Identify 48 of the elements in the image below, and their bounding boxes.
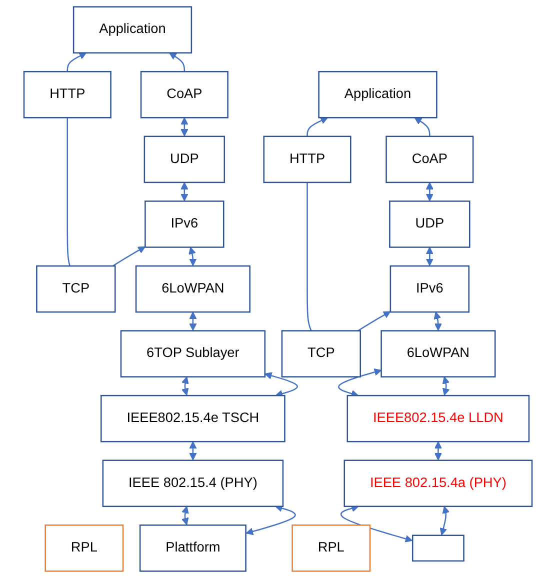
arrow bbox=[181, 506, 189, 526]
node-box: Application bbox=[72, 6, 192, 54]
arrow bbox=[434, 441, 442, 460]
node-box: IEEE 802.15.4a (PHY) bbox=[344, 460, 533, 508]
arrow bbox=[264, 372, 298, 398]
node-box: HTTP bbox=[263, 136, 352, 184]
node-box: CoAP bbox=[386, 136, 474, 184]
arrow bbox=[189, 312, 197, 331]
arrow bbox=[434, 312, 442, 331]
node-box: 6TOP Sublayer bbox=[120, 330, 266, 378]
node-box: IPv6 bbox=[144, 200, 224, 248]
node-box: TCP bbox=[281, 330, 362, 378]
arrow bbox=[358, 311, 391, 332]
arrow bbox=[169, 52, 186, 72]
connector bbox=[66, 118, 70, 266]
arrow bbox=[340, 504, 413, 542]
arrow bbox=[414, 117, 430, 136]
node-box: RPL bbox=[44, 524, 124, 572]
arrow bbox=[246, 504, 296, 536]
node-box: CoAP bbox=[140, 70, 228, 118]
node-box: IEEE802.15.4e TSCH bbox=[100, 394, 286, 442]
arrow bbox=[338, 368, 382, 398]
node-box: HTTP bbox=[23, 70, 112, 118]
node-box: IEEE 802.15.4 (PHY) bbox=[102, 460, 284, 508]
arrow bbox=[442, 376, 450, 396]
arrow bbox=[66, 52, 87, 72]
node-box: TCP bbox=[36, 265, 116, 313]
node-box bbox=[412, 534, 464, 562]
arrow bbox=[189, 441, 197, 460]
arrow bbox=[188, 246, 197, 266]
connector bbox=[306, 182, 312, 332]
arrow bbox=[440, 506, 450, 536]
arrow bbox=[306, 117, 328, 136]
node-box: UDP bbox=[389, 200, 470, 248]
arrow bbox=[181, 376, 189, 396]
node-box: IEEE802.15.4e LLDN bbox=[346, 394, 530, 442]
arrow bbox=[426, 182, 434, 202]
arrow bbox=[180, 117, 188, 136]
node-box: UDP bbox=[144, 136, 226, 184]
arrow bbox=[180, 182, 188, 202]
arrow bbox=[426, 246, 434, 266]
node-box: 6LoWPAN bbox=[380, 330, 496, 378]
arrow bbox=[112, 246, 146, 267]
node-box: RPL bbox=[292, 524, 371, 572]
node-box: IPv6 bbox=[390, 265, 470, 313]
node-box: 6LoWPAN bbox=[135, 265, 250, 313]
node-box: Plattform bbox=[139, 524, 246, 572]
node-box: Application bbox=[318, 70, 438, 118]
